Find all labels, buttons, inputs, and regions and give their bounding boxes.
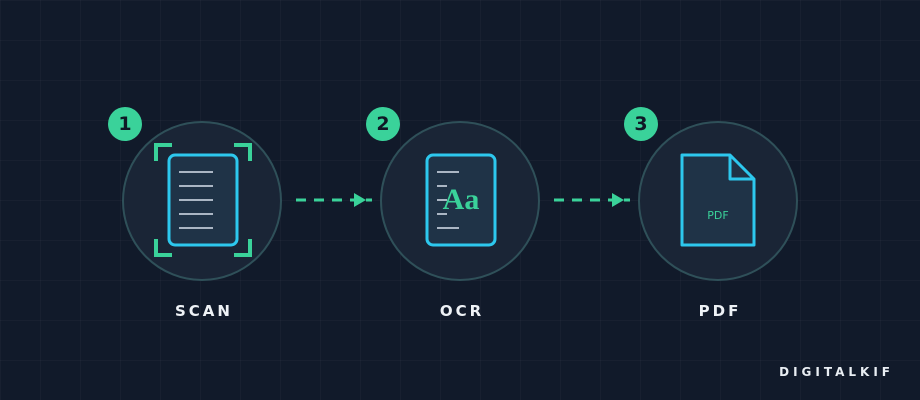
step-scan: 1 (108, 107, 282, 281)
dashed-arrow-icon (554, 193, 630, 207)
pdf-text: PDF (707, 209, 728, 222)
scan-document-icon (154, 143, 252, 257)
step-label-pdf: PDF (698, 302, 742, 320)
brand-logo-text: DIGITALKIF (779, 365, 894, 379)
step-number-badge: 1 (108, 107, 142, 141)
step-number-badge: 3 (624, 107, 658, 141)
step-number-badge: 2 (366, 107, 400, 141)
step-label-ocr: OCR (439, 302, 485, 320)
step-ocr: Aa 2 (366, 107, 540, 281)
pdf-file-icon: PDF (680, 153, 756, 247)
aa-text: Aa (443, 183, 480, 216)
step-label-scan: SCAN (175, 302, 233, 320)
step-pdf: PDF 3 (624, 107, 798, 281)
dashed-arrow-icon (296, 193, 372, 207)
text-document-icon: Aa (425, 153, 497, 247)
